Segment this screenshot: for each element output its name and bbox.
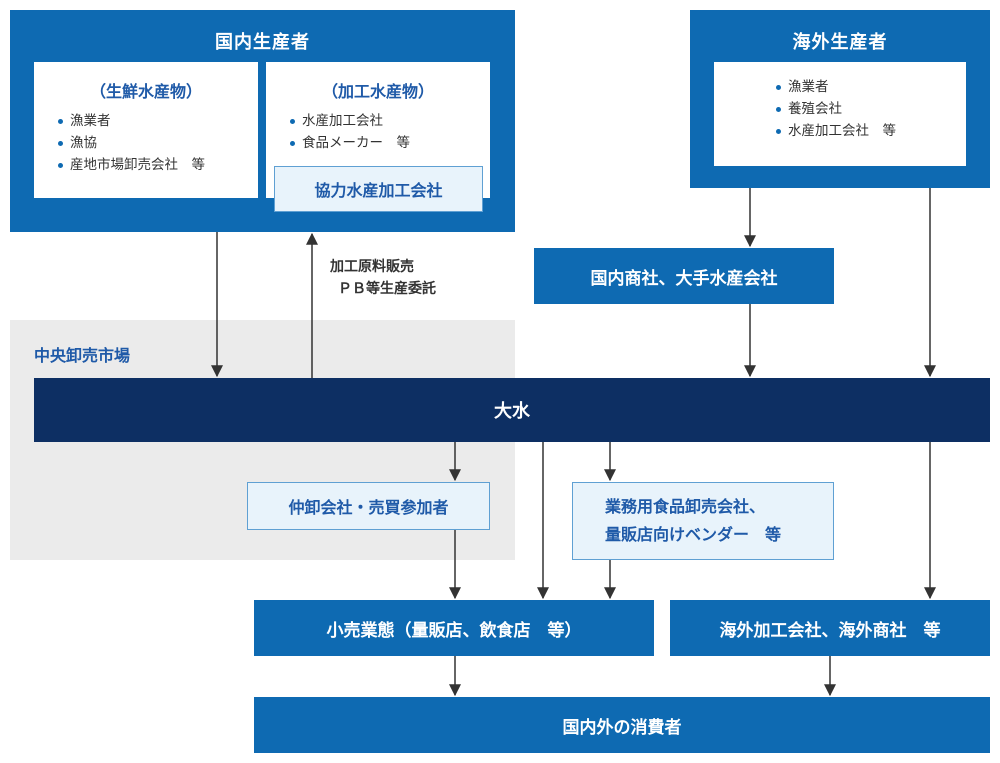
trading-companies-label: 国内商社、大手水産会社 — [590, 268, 778, 289]
overseas-processing-label: 海外加工会社、海外商社 等 — [719, 620, 941, 641]
annotation-line-2: ＰＢ等生産委託 — [338, 281, 436, 297]
list-item: 漁協 — [56, 132, 258, 154]
list-item: 漁業者 — [774, 76, 966, 98]
consumers-label: 国内外の消費者 — [562, 717, 682, 738]
partner-processor-label: 協力水産加工会社 — [314, 181, 443, 200]
business-food-line-2: 量販店向けベンダー 等 — [605, 525, 782, 544]
daisui-label: 大水 — [494, 401, 530, 422]
overseas-processing-box: 海外加工会社、海外商社 等 — [670, 600, 990, 656]
business-food-line-1: 業務用食品卸売会社、 — [605, 497, 766, 516]
list-item: 産地市場卸売会社 等 — [56, 154, 258, 176]
fresh-products-list: 漁業者 漁協 産地市場卸売会社 等 — [56, 110, 258, 176]
fresh-products-heading: （生鮮水産物） — [89, 82, 202, 101]
fresh-products-box: （生鮮水産物） 漁業者 漁協 産地市場卸売会社 等 — [34, 62, 258, 198]
overseas-producers-list: 漁業者 養殖会社 水産加工会社 等 — [774, 76, 966, 142]
retail-label: 小売業態（量販店、飲食店 等） — [326, 620, 582, 641]
daisui-bar: 大水 — [34, 378, 990, 442]
intermediate-wholesalers-label: 仲卸会社・売買参加者 — [288, 498, 449, 517]
overseas-producers-inner: 漁業者 養殖会社 水産加工会社 等 — [714, 62, 966, 166]
overseas-producers-title: 海外生産者 — [792, 32, 888, 53]
list-item: 食品メーカー 等 — [288, 132, 490, 154]
trading-companies-box: 国内商社、大手水産会社 — [534, 248, 834, 304]
list-item: 養殖会社 — [774, 98, 966, 120]
retail-box: 小売業態（量販店、飲食店 等） — [254, 600, 654, 656]
processing-annotation: 加工原料販売 ＰＢ等生産委託 — [330, 256, 436, 300]
business-food-box: 業務用食品卸売会社、 量販店向けベンダー 等 — [572, 482, 834, 560]
annotation-line-1: 加工原料販売 — [330, 259, 414, 275]
list-item: 漁業者 — [56, 110, 258, 132]
list-item: 水産加工会社 — [288, 110, 490, 132]
list-item: 水産加工会社 等 — [774, 120, 966, 142]
partner-processor-box: 協力水産加工会社 — [274, 166, 483, 212]
processed-products-heading: （加工水産物） — [321, 82, 434, 101]
processed-products-list: 水産加工会社 食品メーカー 等 — [288, 110, 490, 154]
central-market-label: 中央卸売市場 — [34, 346, 131, 365]
domestic-producers-title: 国内生産者 — [215, 32, 310, 53]
consumers-box: 国内外の消費者 — [254, 697, 990, 753]
intermediate-wholesalers-box: 仲卸会社・売買参加者 — [247, 482, 490, 530]
